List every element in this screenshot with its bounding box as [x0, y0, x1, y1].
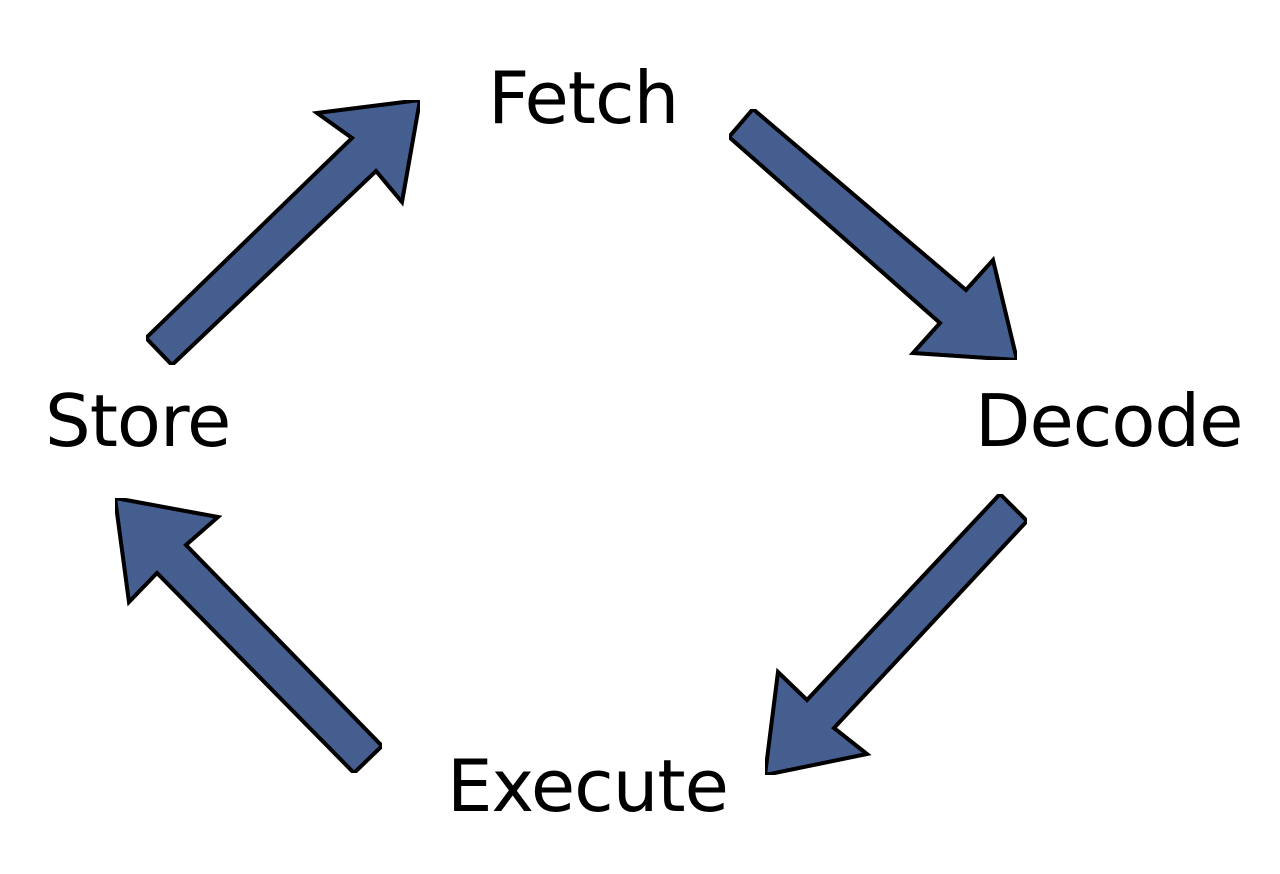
stage-label-store: Store [45, 379, 231, 463]
stage-label-execute: Execute [447, 744, 729, 828]
arrow-execute-to-store-icon [112, 495, 385, 776]
arrow-fetch-to-decode-icon [726, 106, 1020, 363]
arrow-store-to-fetch-icon [143, 97, 423, 368]
stage-label-fetch: Fetch [488, 56, 679, 140]
arrow-decode-to-execute-icon [762, 491, 1030, 778]
stage-label-decode: Decode [975, 379, 1243, 463]
